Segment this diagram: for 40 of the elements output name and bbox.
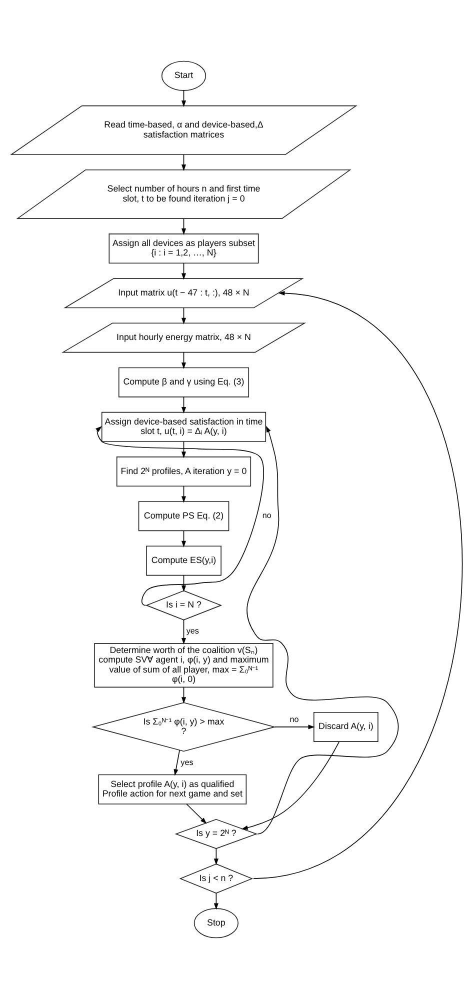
- node-box: Compute β and γ using Eq. (3): [118, 366, 250, 397]
- arrow: [214, 848, 218, 865]
- node-ellipse: Start: [161, 60, 206, 90]
- arrow: [181, 154, 186, 170]
- arrow: [181, 686, 186, 704]
- edge-label: yes: [186, 626, 199, 636]
- arrow: [274, 724, 315, 729]
- arrow: [181, 485, 186, 502]
- node-box: Find 2ᴺ profiles, A iteration y = 0: [116, 456, 252, 486]
- arrow: [181, 530, 186, 547]
- arrow: [241, 740, 340, 830]
- node-box: Assign all devices as players subset {i : i = 1,2, …, N}: [108, 233, 259, 264]
- edge-label: yes: [180, 758, 194, 767]
- edge-label: no: [262, 510, 272, 520]
- node-box: Discard A(y, i): [313, 711, 378, 742]
- arrow: [181, 262, 186, 280]
- arrow: [186, 803, 207, 824]
- node-ellipse: Stop: [194, 908, 238, 938]
- arrow: [181, 218, 186, 234]
- node-diamond: Is j < n ?: [179, 863, 254, 894]
- arrow: [174, 750, 180, 776]
- arrow: [181, 306, 186, 324]
- arrow: [181, 574, 186, 592]
- node-box: Compute ES(y,i): [146, 545, 222, 576]
- arrow: [181, 90, 186, 107]
- node-box: Determine worth of the coalition v(Sₙ) compute SV∀ agent i, φ(i, y) and maximum value of sum of all player, max = Σ₀ᴺ⁻¹ φ(i, 0): [94, 642, 274, 688]
- arrow: [181, 351, 186, 368]
- edge-label: no: [290, 714, 299, 724]
- node-box: Compute PS Eq. (2): [138, 500, 230, 531]
- node-diamond: Is Σ₀ᴺ⁻¹ φ(i, y) > max ?: [91, 702, 276, 752]
- arrow: [181, 619, 186, 644]
- node-box: Assign device-based satisfaction in time slot t, u(t, i) = Δᵢ A(y, i): [101, 411, 266, 442]
- arrow: [181, 440, 186, 458]
- arrow: [214, 892, 218, 910]
- arrow: [246, 425, 399, 834]
- arrow: [253, 290, 462, 878]
- node-diamond: Is i = N ?: [145, 590, 222, 620]
- node-box: Select profile A(y, i) as qualified Profile action for next game and set: [98, 774, 247, 804]
- arrow: [96, 426, 264, 606]
- arrow: [181, 396, 186, 414]
